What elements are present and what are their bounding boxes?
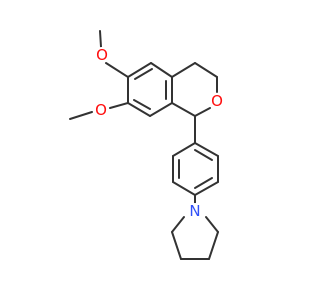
bond-cd-n: [205, 216, 219, 233]
atom-label-o-methoxy-6: O: [96, 46, 108, 64]
bond-ph3-ph4: [194, 181, 219, 196]
molecule-structure: O O O N: [69, 30, 225, 260]
atom-o-ring: O: [209, 92, 225, 110]
atom-label-o-methoxy-7: O: [95, 101, 107, 119]
bond-c1-c8a: [171, 102, 196, 117]
bond-ph3-ph4-inner: [194, 177, 213, 189]
bond-c4a-c4: [171, 62, 196, 78]
bond-c6-c5-inner: [134, 68, 153, 80]
bond-c4-c3: [194, 62, 218, 78]
bond-layer: [69, 30, 219, 260]
atom-o-methoxy-6: O: [94, 46, 110, 64]
bond-o6-c6: [105, 62, 129, 78]
bond-cc-cd: [208, 231, 219, 260]
bond-c8a-c8: [149, 102, 173, 117]
bond-ph1-ph2: [194, 142, 219, 157]
atom-label-n-pyrrolidine: N: [189, 202, 200, 220]
bond-o2-c1: [194, 107, 211, 117]
bond-c6-c5: [127, 62, 152, 78]
atom-n-pyrrolidine: N: [187, 202, 203, 220]
bond-ph1-ph2-inner: [194, 149, 213, 161]
bond-methyl-o7: [69, 111, 93, 120]
bond-ph6-ph1: [172, 142, 196, 157]
bond-ph4-ph5: [172, 181, 196, 196]
bond-n-ca: [171, 216, 185, 233]
atom-label-layer: O O O N: [93, 46, 225, 220]
bond-ca-cb: [171, 231, 182, 260]
atom-label-o-ring: O: [211, 92, 223, 110]
bond-c8-c7-inner: [133, 99, 151, 110]
bond-c8-c7: [127, 102, 151, 117]
bond-methyl-o6: [99, 30, 102, 48]
atom-o-methoxy-7: O: [93, 101, 109, 119]
bond-c5-c4a: [150, 62, 173, 78]
bond-o7-c7: [109, 102, 129, 109]
